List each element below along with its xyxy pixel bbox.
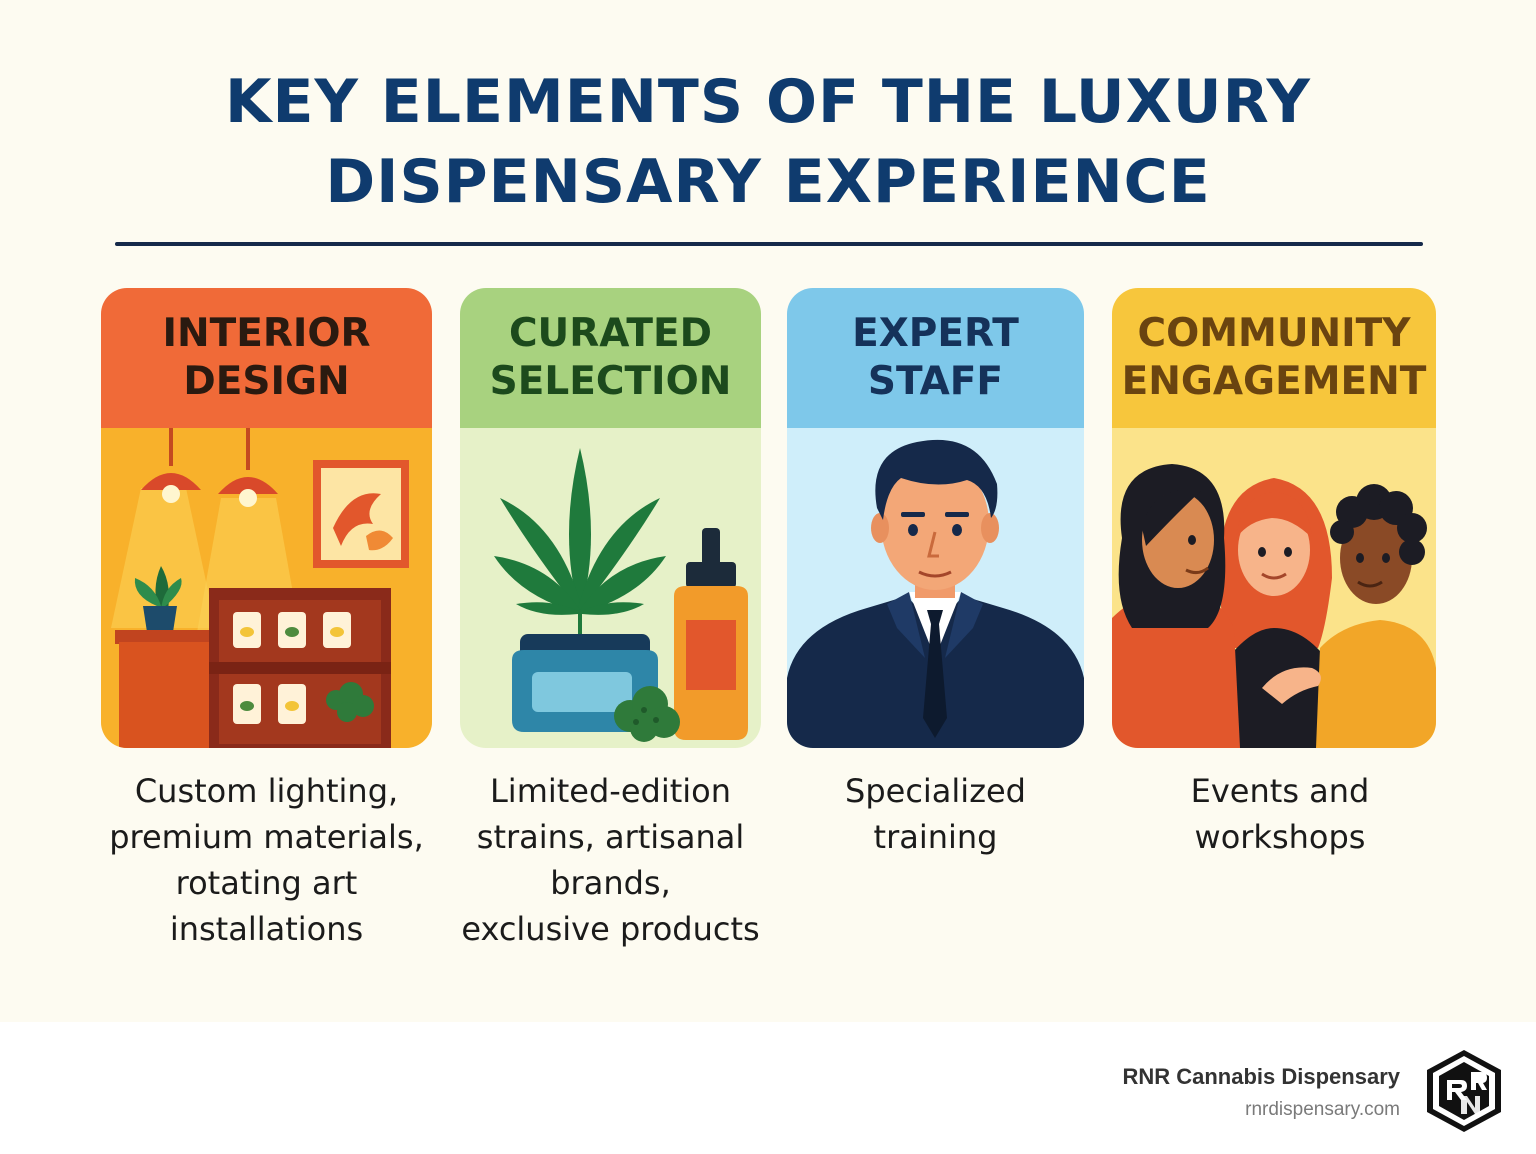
- card-expert-staff: EXPERT STAFF: [787, 288, 1084, 748]
- description-line: exclusive products: [461, 910, 760, 948]
- card-heading-line-1: COMMUNITY: [1137, 311, 1411, 356]
- title-divider: [115, 242, 1423, 246]
- card-heading: COMMUNITY ENGAGEMENT: [1112, 288, 1436, 428]
- description-line: Events and: [1190, 772, 1370, 810]
- card-community-engagement: COMMUNITY ENGAGEMENT: [1112, 288, 1436, 748]
- card-description-expert-staff: Specialized training: [787, 768, 1084, 860]
- card-heading-line-2: STAFF: [867, 359, 1004, 404]
- title-line-1: KEY ELEMENTS OF THE LUXURY: [224, 67, 1312, 137]
- description-line: training: [873, 818, 998, 856]
- footer-brand-name: RNR Cannabis Dispensary: [1122, 1064, 1400, 1089]
- description-line: rotating art: [175, 864, 358, 902]
- card-heading-line-2: DESIGN: [183, 359, 350, 404]
- title-line-2: DISPENSARY EXPERIENCE: [325, 147, 1211, 217]
- footer-website-link[interactable]: rnrdispensary.com: [1245, 1099, 1400, 1120]
- card-heading: INTERIOR DESIGN: [101, 288, 432, 428]
- description-line: premium materials,: [109, 818, 424, 856]
- page-title: KEY ELEMENTS OF THE LUXURY DISPENSARY EX…: [0, 62, 1536, 222]
- card-heading-line-1: INTERIOR: [162, 311, 371, 356]
- card-curated-selection: CURATED SELECTION: [460, 288, 761, 748]
- description-line: installations: [169, 910, 364, 948]
- description-line: Limited-edition: [489, 772, 732, 810]
- infographic-canvas: KEY ELEMENTS OF THE LUXURY DISPENSARY EX…: [0, 0, 1536, 1022]
- staff-member-illustration: [787, 428, 1084, 748]
- description-line: Custom lighting,: [134, 772, 399, 810]
- card-description-interior-design: Custom lighting, premium materials, rota…: [86, 768, 447, 952]
- description-line: workshops: [1194, 818, 1366, 856]
- dispensary-interior-illustration: [101, 428, 432, 748]
- card-description-community-engagement: Events and workshops: [1112, 768, 1448, 860]
- card-heading-line-1: CURATED: [508, 311, 713, 356]
- description-line: strains, artisanal: [476, 818, 745, 856]
- card-heading: CURATED SELECTION: [460, 288, 761, 428]
- description-line: Specialized: [845, 772, 1026, 810]
- rnr-logo-icon: [1421, 1048, 1507, 1134]
- description-line: brands,: [550, 864, 671, 902]
- card-heading: EXPERT STAFF: [787, 288, 1084, 428]
- community-group-illustration: [1112, 428, 1436, 748]
- card-heading-line-2: ENGAGEMENT: [1121, 359, 1427, 404]
- card-interior-design: INTERIOR DESIGN: [101, 288, 432, 748]
- card-description-curated-selection: Limited-edition strains, artisanal brand…: [440, 768, 781, 952]
- cannabis-products-illustration: [460, 428, 761, 748]
- card-heading-line-1: EXPERT: [852, 311, 1019, 356]
- card-heading-line-2: SELECTION: [489, 359, 732, 404]
